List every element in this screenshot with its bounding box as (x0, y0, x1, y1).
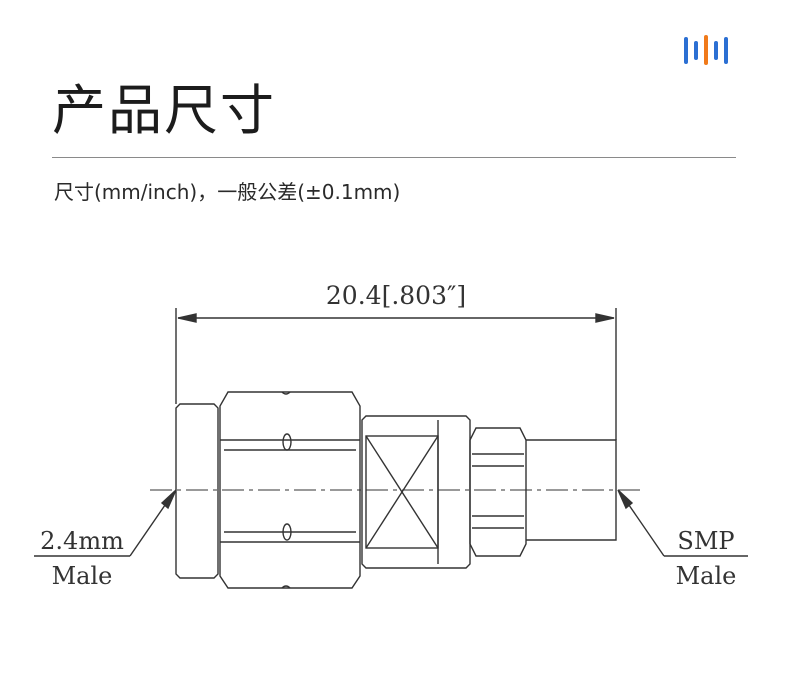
window-cross-2 (365, 435, 439, 549)
dimension-arrow-right (595, 313, 615, 323)
left-label-size: 2.4mm (40, 527, 124, 555)
smp-interface (526, 439, 617, 541)
left-label-gender: Male (52, 562, 113, 590)
smp-hex (469, 427, 527, 557)
hex-notch-top-left (281, 391, 291, 395)
logo-bar-5 (724, 37, 728, 64)
hex-slot-lower (282, 523, 292, 541)
right-label-type: SMP (677, 527, 734, 555)
logo-bar-3 (704, 35, 708, 65)
hex-body (219, 391, 361, 589)
title-divider (52, 157, 736, 158)
leader-right-arrow (617, 489, 634, 510)
logo-bar-1 (684, 37, 688, 64)
brand-logo-icon (684, 35, 728, 65)
middle-body (361, 415, 471, 569)
connector-drawing: 20.4[.803″] 2.4mm Male SMP Male (34, 281, 748, 590)
hex-slot-upper (282, 433, 292, 451)
logo-bar-4 (714, 41, 718, 60)
dimension-arrow-left (177, 313, 197, 323)
hex-notch-bottom-left (281, 585, 291, 589)
page-title: 产品尺寸 (52, 79, 276, 142)
right-label-gender: Male (676, 562, 737, 590)
dimension-note: 尺寸(mm/inch)，一般公差(±0.1mm) (54, 180, 401, 204)
leader-left-arrow (160, 489, 177, 510)
logo-bar-2 (694, 41, 698, 60)
left-flange (175, 403, 219, 579)
dimension-label: 20.4[.803″] (326, 281, 466, 310)
